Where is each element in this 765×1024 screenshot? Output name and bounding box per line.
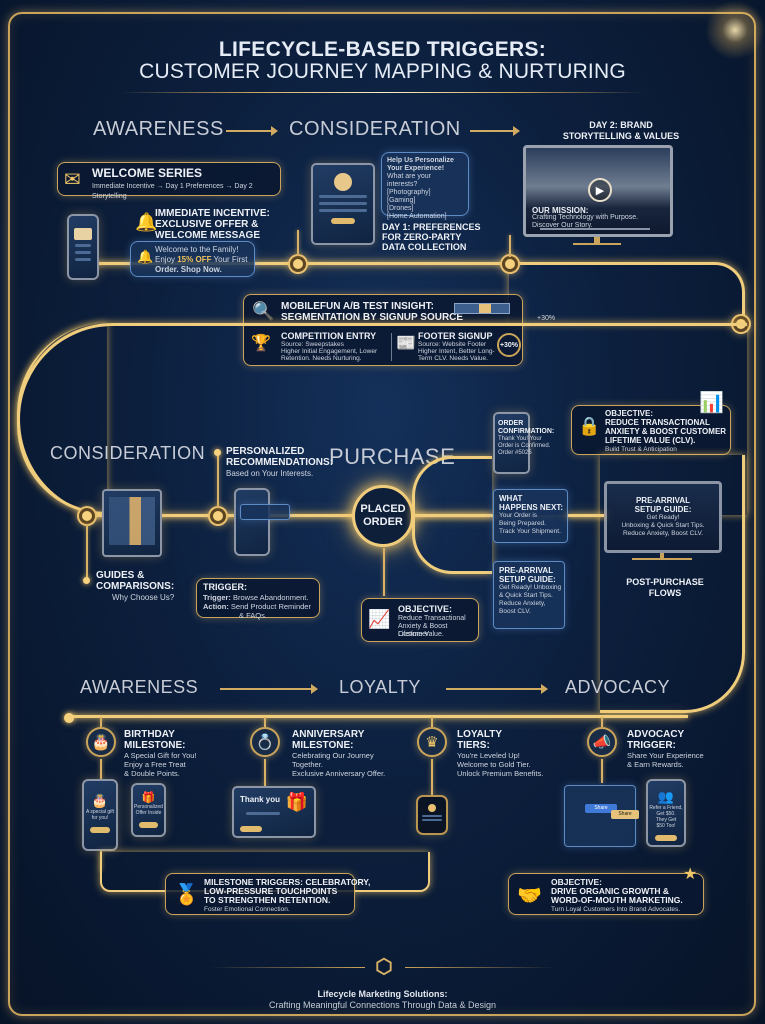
chart-uplift-label: +30% xyxy=(537,315,556,322)
star-icon: ★ xyxy=(683,866,698,883)
rings-icon: 💍 xyxy=(250,727,280,757)
magnifier-icon: 🔍 xyxy=(252,301,275,321)
path-node[interactable] xyxy=(502,256,518,272)
stage-loyalty: LOYALTY xyxy=(339,677,421,697)
smartwatch-gold-tier xyxy=(416,795,448,835)
welcome-series-box[interactable]: ✉ WELCOME SERIES Immediate Incentive → D… xyxy=(57,162,281,200)
path-node[interactable] xyxy=(79,508,95,524)
page-subtitle: CUSTOMER JOURNEY MAPPING & NURTURING xyxy=(139,60,626,83)
interest-option[interactable]: [Drones] xyxy=(387,205,414,212)
arrow xyxy=(220,684,318,694)
share-button[interactable]: Share xyxy=(585,804,617,813)
bar-growth-icon: 📊 xyxy=(699,392,724,414)
title-divider xyxy=(120,92,645,93)
connector xyxy=(509,235,511,257)
tablet-comparison-table xyxy=(102,489,162,557)
trophy-icon: 🏆 xyxy=(251,335,271,352)
footer-tagline: Crafting Meaningful Connections Through … xyxy=(269,1000,496,1010)
phone-mockup-welcome xyxy=(67,214,99,280)
notification-line1: Welcome to the Family! xyxy=(155,245,239,254)
stage-awareness-1: AWARENESS xyxy=(93,118,224,140)
envelope-icon: ✉ xyxy=(64,169,81,191)
crown-icon: ♛ xyxy=(417,727,447,757)
handshake-icon: 🤝 xyxy=(517,885,542,907)
objective-large-box[interactable]: 🔒 OBJECTIVE: REDUCE TRANSACTIONAL ANXIET… xyxy=(571,405,731,455)
notification-line2: Enjoy 15% OFF Your First xyxy=(155,255,248,264)
welcome-series-title: WELCOME SERIES xyxy=(92,166,203,180)
lock-icon: 🔒 xyxy=(578,416,601,436)
newsletter-icon: 📰 xyxy=(396,335,416,352)
stage-advocacy: ADVOCACY xyxy=(565,677,671,697)
journey-curve-row3 xyxy=(600,455,745,713)
stage-awareness-3: AWARENESS xyxy=(80,677,199,697)
milestone-triggers-box[interactable]: 🏅 MILESTONE TRIGGERS: CELEBRATORY, LOW-P… xyxy=(165,873,370,915)
objective-small-box[interactable]: 📈 OBJECTIVE: Reduce Transactional Anxiet… xyxy=(361,598,479,642)
interest-option[interactable]: [Photography] xyxy=(387,189,431,196)
interest-option[interactable]: [Gaming] xyxy=(387,197,416,204)
envelope-graphic xyxy=(74,228,92,240)
phone-recommendations xyxy=(234,488,270,556)
branch-down xyxy=(412,514,492,574)
ribbon-badge-icon: 🏅 xyxy=(174,884,199,906)
comparison-table-graphic xyxy=(109,497,155,545)
video-title: OUR MISSION: xyxy=(532,206,589,215)
footer-divider-right xyxy=(405,967,555,968)
connector xyxy=(297,230,299,256)
welcome-series-subtitle: Immediate Incentive → Day 1 Preferences … xyxy=(92,183,253,200)
stage-consideration-2: CONSIDERATION xyxy=(50,443,206,463)
path-node[interactable] xyxy=(290,256,306,272)
interest-option[interactable]: [Home Automation] xyxy=(387,213,447,220)
phone-referral: 👥 Refer a Friend, Get $50. They Get $50 … xyxy=(646,779,686,847)
preferences-popup[interactable]: Help Us Personalize Your Experience! Wha… xyxy=(381,152,469,220)
tablet-thank-you: Thank you 🎁 xyxy=(232,786,316,838)
outer-frame xyxy=(8,12,756,1016)
cake-icon: 🎂 xyxy=(86,727,116,757)
branch-up xyxy=(412,456,492,516)
video-monitor: ▶ OUR MISSION: Crafting Technology with … xyxy=(523,145,673,237)
pre-arrival-small-box[interactable]: PRE-ARRIVAL SETUP GUIDE: Get Ready! Unbo… xyxy=(493,561,565,629)
ab-test-title: MOBILEFUN A/B TEST INSIGHT: xyxy=(281,301,434,312)
journey-path-curve xyxy=(509,262,745,324)
share-tag[interactable]: Share xyxy=(611,810,639,819)
welcome-notification[interactable]: 🔔 Welcome to the Family! Enjoy 15% OFF Y… xyxy=(130,241,255,277)
order-confirmation-phone: ORDER CONFIRMATION: Thank You! Your Orde… xyxy=(493,412,554,474)
divider xyxy=(391,333,392,361)
immediate-incentive-title: IMMEDIATE INCENTIVE: EXCLUSIVE OFFER & W… xyxy=(155,208,270,241)
avatar-icon xyxy=(334,173,352,191)
path-node[interactable] xyxy=(210,508,226,524)
megaphone-icon: 📣 xyxy=(587,727,617,757)
ab-test-insight-box[interactable]: 🔍 MOBILEFUN A/B TEST INSIGHT: SEGMENTATI… xyxy=(243,294,523,366)
page-title: LIFECYCLE-BASED TRIGGERS: xyxy=(218,38,547,61)
recommendation-popup[interactable] xyxy=(240,504,290,520)
notification-line3: Order. Shop Now. xyxy=(155,265,222,274)
arrow xyxy=(470,126,520,136)
what-happens-next-box[interactable]: WHAT HAPPENS NEXT: Your Order is Being P… xyxy=(493,489,568,543)
phone-personalized-offer: 🎁 Personalized Offer Inside xyxy=(131,783,166,837)
footer-divider-left xyxy=(210,967,365,968)
day2-title: DAY 2: BRAND STORYTELLING & VALUES xyxy=(562,120,680,141)
uplift-badge: +30% xyxy=(497,333,521,357)
light-flare xyxy=(705,0,765,60)
trigger-box[interactable]: TRIGGER: Trigger: Browse Abandonment. Ac… xyxy=(196,578,320,620)
growth-chart-icon: 📈 xyxy=(368,609,391,629)
play-button[interactable]: ▶ xyxy=(588,178,612,202)
video-progress-bar[interactable] xyxy=(540,228,650,230)
stage-consideration-1: CONSIDERATION xyxy=(289,118,461,140)
arrow xyxy=(226,126,278,136)
ab-bar-chart xyxy=(454,303,510,314)
journey-path-row3 xyxy=(68,715,688,718)
advocacy-objective-box[interactable]: 🤝 OBJECTIVE: DRIVE ORGANIC GROWTH & WORD… xyxy=(508,873,704,915)
brand-logo-icon: ⬡ xyxy=(375,956,393,978)
bell-icon: 🔔 xyxy=(135,212,158,232)
phone-birthday-gift: 🎂 A special gift for you! xyxy=(82,779,118,851)
footer-title: Lifecycle Marketing Solutions: xyxy=(317,989,448,999)
arrow xyxy=(446,684,548,694)
day1-title: DAY 1: PREFERENCES FOR ZERO-PARTY DATA C… xyxy=(382,222,481,252)
bell-icon: 🔔 xyxy=(137,249,154,264)
tablet-mockup-preferences xyxy=(311,163,375,245)
